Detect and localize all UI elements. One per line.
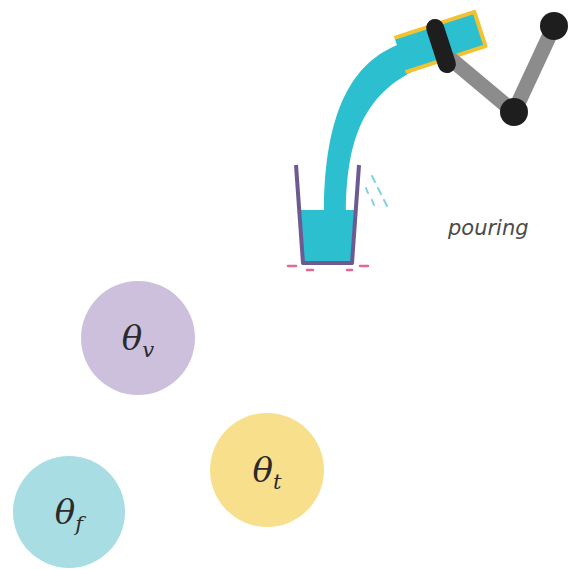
glass-liquid (299, 210, 356, 262)
liquid-drops (366, 176, 387, 206)
symbol-base: θ (122, 318, 142, 358)
parameter-circle: θt (210, 413, 324, 527)
circle-fill (210, 413, 324, 527)
circle-fill (13, 456, 125, 568)
circle-fill (81, 281, 195, 395)
parameter-symbol: θf (55, 495, 83, 529)
symbol-base: θ (55, 492, 75, 532)
parameter-symbol: θv (122, 321, 154, 355)
symbol-subscript: v (142, 337, 154, 362)
symbol-subscript: t (273, 469, 281, 494)
robot-arm (424, 12, 568, 126)
parameter-circle: θv (81, 281, 195, 395)
symbol-base: θ (253, 450, 273, 490)
parameter-symbol: θt (253, 453, 282, 487)
parameter-circle: θf (13, 456, 125, 568)
action-label: pouring (448, 216, 529, 240)
symbol-subscript: f (75, 511, 83, 536)
splash-marks (288, 266, 368, 270)
